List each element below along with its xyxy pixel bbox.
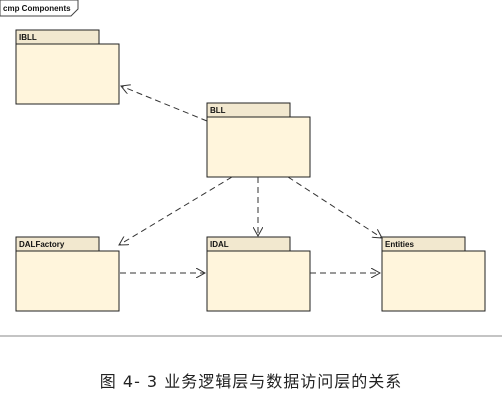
- package-ibll[interactable]: IBLL: [15, 29, 120, 105]
- figure-caption: 图 4- 3 业务逻辑层与数据访问层的关系: [99, 372, 403, 391]
- diagram-frame: cmp Components: [0, 0, 502, 337]
- package-label-bll: BLL: [210, 106, 226, 115]
- package-label-ibll: IBLL: [19, 33, 37, 42]
- package-dalfactory[interactable]: DALFactory: [15, 236, 120, 312]
- package-label-idal: IDAL: [210, 240, 229, 249]
- package-bll[interactable]: BLL: [206, 102, 311, 178]
- dependency-bll-to-ibll: [121, 86, 208, 122]
- package-label-dalfactory: DALFactory: [19, 240, 65, 249]
- dependency-bll-to-entities: [287, 176, 382, 238]
- package-idal[interactable]: IDAL: [206, 236, 311, 312]
- frame-title: cmp Components: [3, 4, 71, 13]
- package-label-entities: Entities: [385, 240, 414, 249]
- dependency-bll-to-dalfactory: [119, 176, 233, 245]
- package-entities[interactable]: Entities: [381, 236, 486, 312]
